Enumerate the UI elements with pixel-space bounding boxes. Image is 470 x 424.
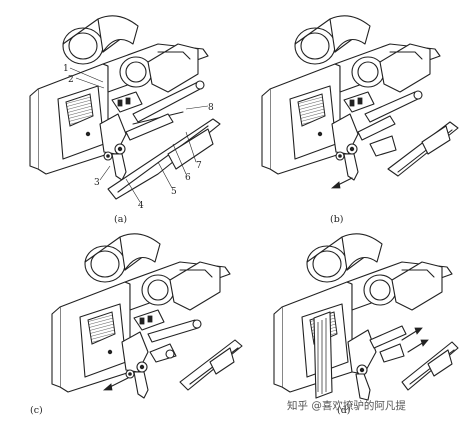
panel-a: 1 2 3 4 5 6 7 8 (a): [29, 15, 221, 225]
panel-a-caption: (a): [114, 214, 127, 225]
part-label-7: 7: [196, 161, 202, 171]
part-label-6: 6: [185, 173, 191, 183]
panel-d-caption: (d): [337, 405, 351, 416]
part-label-3: 3: [94, 178, 100, 188]
part-label-8: 8: [208, 103, 214, 113]
panel-c-caption: (c): [30, 405, 43, 416]
panel-d: (d): [273, 233, 459, 416]
panel-b-caption: (b): [330, 214, 344, 225]
part-label-2: 2: [68, 75, 74, 85]
watermark-text: 知乎 @喜欢撩驴的阿凡提: [287, 399, 406, 412]
part-label-1: 1: [63, 64, 69, 74]
panel-c: (c): [30, 233, 243, 416]
part-label-4: 4: [138, 201, 144, 211]
panel-b: (b): [261, 15, 459, 225]
part-label-5: 5: [171, 187, 177, 197]
